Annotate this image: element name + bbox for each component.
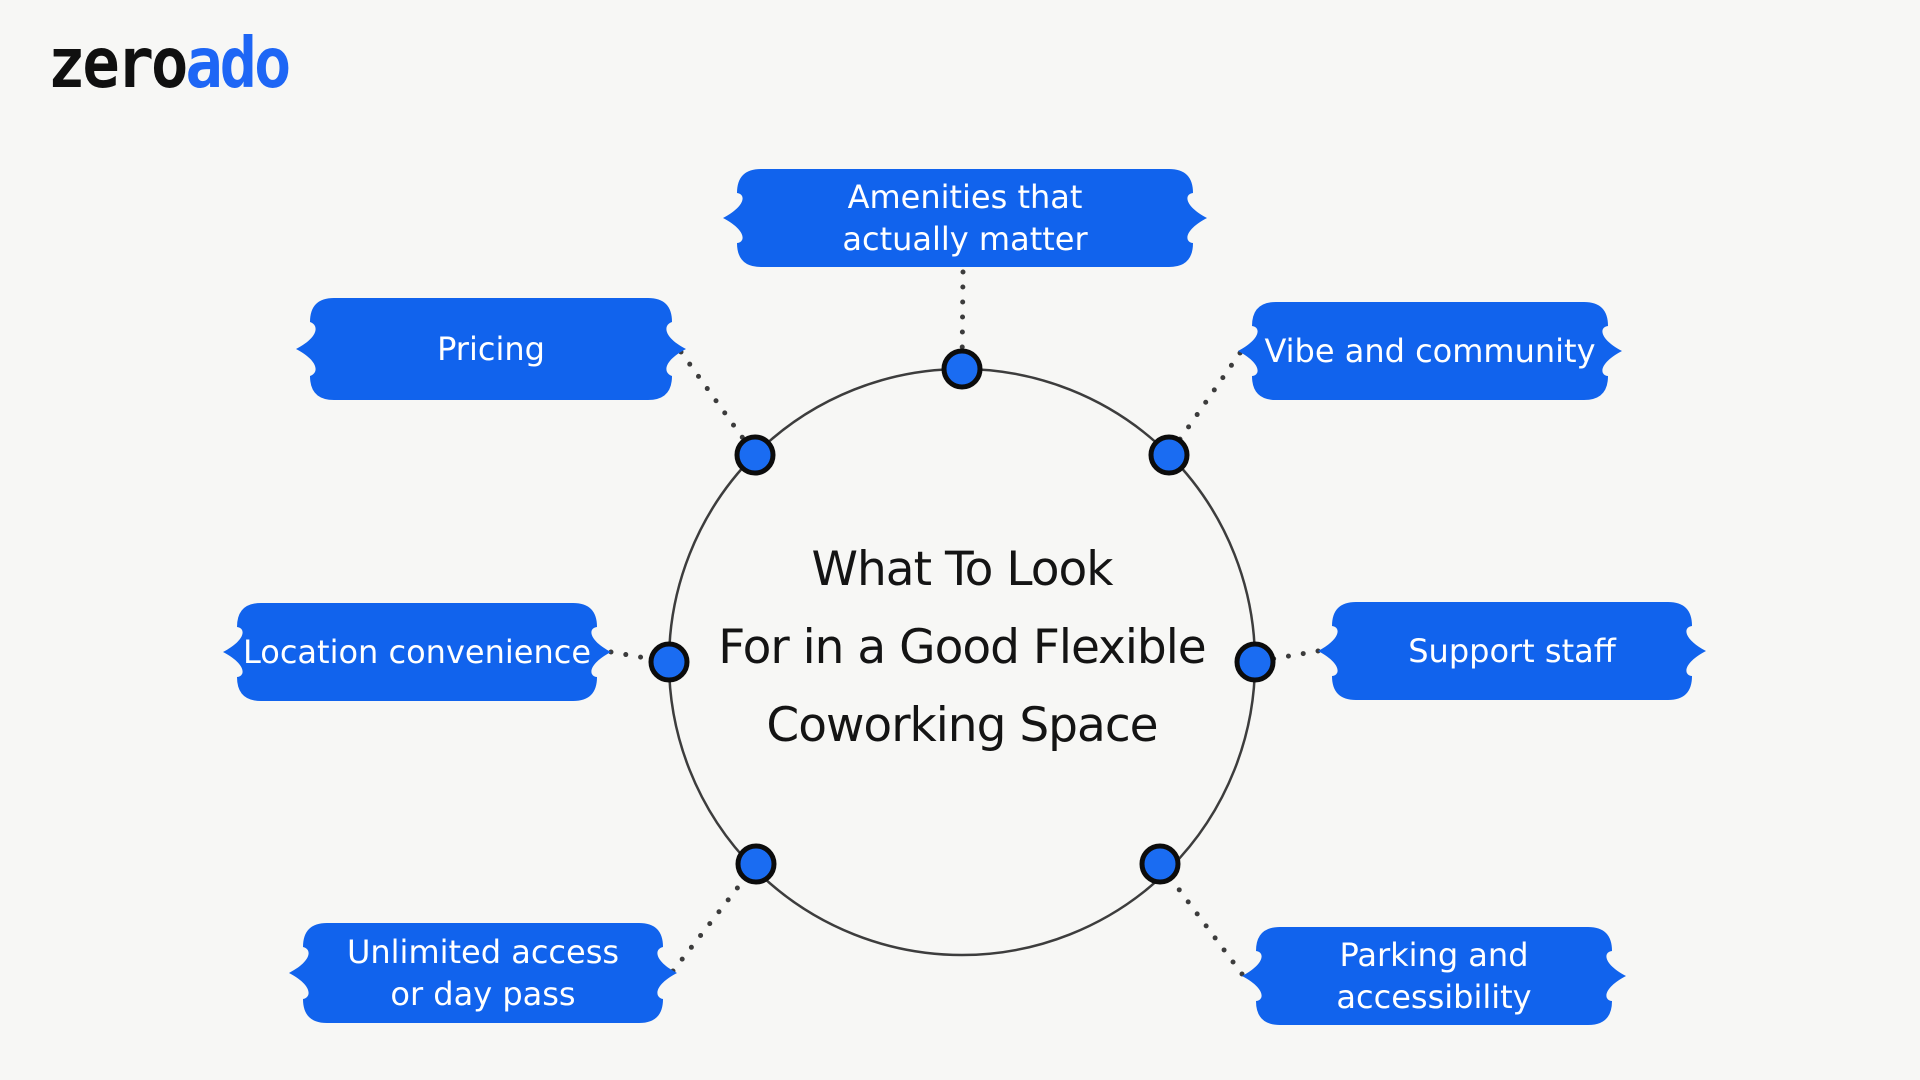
topic-box-parking-accessibility: Parking and accessibility — [1242, 927, 1626, 1025]
topic-box-unlimited-access: Unlimited access or day pass — [289, 923, 677, 1023]
topic-label-line: Location convenience — [242, 633, 591, 671]
topic-box-support-staff: Support staff — [1318, 602, 1706, 700]
topic-label-line: Amenities that — [847, 178, 1083, 216]
node-amenities — [941, 348, 983, 390]
node-pricing — [734, 434, 776, 476]
logo-text-ado: ado — [185, 22, 291, 104]
connector-location-convenience — [608, 649, 672, 665]
topic-label-unlimited-access: Unlimited access or day pass — [303, 923, 663, 1023]
center-title: What To Look For in a Good Flexible Cowo… — [622, 528, 1302, 768]
topic-label-line: Vibe and community — [1264, 332, 1596, 370]
node-vibe-and-community — [1148, 434, 1190, 476]
topic-box-vibe-and-community: Vibe and community — [1238, 302, 1622, 400]
topic-box-location-convenience: Location convenience — [223, 603, 611, 701]
node-support-staff — [1234, 641, 1276, 683]
topic-label-amenities: Amenities that actually matter — [737, 169, 1193, 267]
center-title-line-2: For in a Good Flexible — [718, 620, 1206, 675]
center-title-line-1: What To Look — [811, 542, 1114, 597]
logo-text-zero: zero — [48, 22, 188, 104]
topic-box-shape — [289, 923, 677, 1023]
topic-box-shape — [723, 169, 1207, 267]
node-unlimited-access — [735, 843, 777, 885]
topic-box-shape — [296, 298, 686, 400]
node-location-convenience — [648, 641, 690, 683]
topic-box-pricing: Pricing — [296, 298, 686, 400]
topic-label-line: or day pass — [390, 975, 576, 1013]
connector-pricing — [678, 349, 758, 458]
topic-label-line: actually matter — [842, 220, 1088, 258]
topic-label-parking-accessibility: Parking and accessibility — [1256, 927, 1612, 1025]
node-parking-accessibility — [1139, 843, 1181, 885]
topic-label-line: Parking and — [1339, 936, 1529, 974]
topic-box-amenities: Amenities that actually matter — [723, 169, 1207, 267]
topic-label-pricing: Pricing — [310, 298, 672, 400]
connector-support-staff — [1252, 648, 1321, 665]
topic-label-line: Pricing — [437, 330, 545, 368]
center-title-line-3: Coworking Space — [766, 698, 1158, 753]
topic-box-shape — [223, 603, 611, 701]
connector-vibe-and-community — [1166, 350, 1243, 458]
topic-label-vibe-and-community: Vibe and community — [1252, 302, 1608, 400]
topic-box-shape — [1318, 602, 1706, 700]
topic-label-line: accessibility — [1336, 978, 1532, 1016]
connector-amenities — [959, 269, 966, 372]
topic-box-shape — [1242, 927, 1626, 1025]
topic-label-line: Unlimited access — [346, 933, 620, 971]
topic-label-support-staff: Support staff — [1332, 602, 1692, 700]
topic-label-line: Support staff — [1408, 632, 1616, 670]
logo: zeroado — [48, 22, 291, 104]
connector-parking-accessibility — [1157, 861, 1245, 977]
topic-label-location-convenience: Location convenience — [237, 603, 597, 701]
topic-box-shape — [1238, 302, 1622, 400]
